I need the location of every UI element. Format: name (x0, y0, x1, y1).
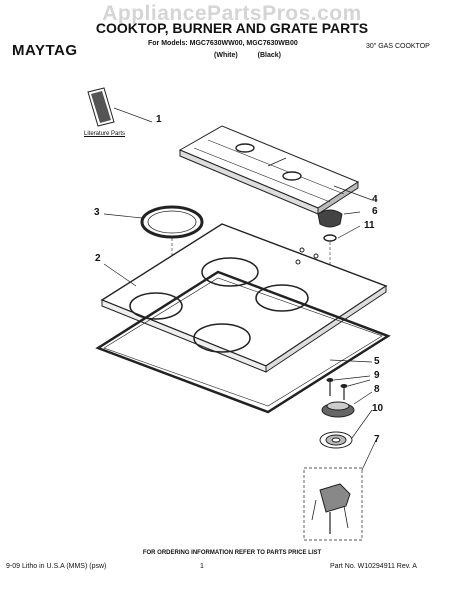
model-colors: (White) (Black) (214, 52, 281, 59)
valve-assembly-box (303, 439, 377, 541)
callout-4: 4 (372, 194, 378, 205)
burner-head (319, 409, 373, 449)
burner-cap (103, 205, 204, 300)
page-title: COOKTOP, BURNER AND GRATE PARTS (95, 20, 369, 36)
callout-8: 8 (374, 384, 380, 395)
part-number: Part No. W10294911 Rev. A (330, 563, 417, 570)
cooktop-main-top (100, 223, 388, 373)
callout-5: 5 (374, 356, 380, 367)
callout-9: 9 (374, 370, 380, 381)
literature-parts-label: Literature Parts (84, 131, 126, 137)
screws (326, 375, 371, 400)
model-numbers: For Models: MGC7630WW00, MGC7630WB00 (148, 40, 298, 47)
callout-11: 11 (364, 220, 375, 231)
ordering-note: FOR ORDERING INFORMATION REFER TO PARTS … (142, 550, 322, 556)
burner-base (321, 391, 373, 418)
callout-2: 2 (95, 253, 101, 264)
print-info: 9-09 Litho in U.S.A (MMS) (psw) (6, 563, 107, 570)
product-type: 30" GAS COOKTOP (366, 43, 430, 50)
callout-6: 6 (372, 206, 378, 217)
cooktop-gasket (95, 270, 391, 414)
callout-3: 3 (94, 207, 100, 218)
callout-1: 1 (156, 114, 162, 125)
watermark: AppliancePartsPros.com (102, 2, 362, 25)
brand-logo: MAYTAG (12, 42, 78, 59)
callout-10: 10 (372, 403, 384, 414)
literature-booklet (87, 87, 153, 127)
grate (178, 125, 373, 215)
control-knob (317, 209, 361, 290)
page-number: 1 (200, 563, 204, 570)
callout-7: 7 (374, 434, 380, 445)
